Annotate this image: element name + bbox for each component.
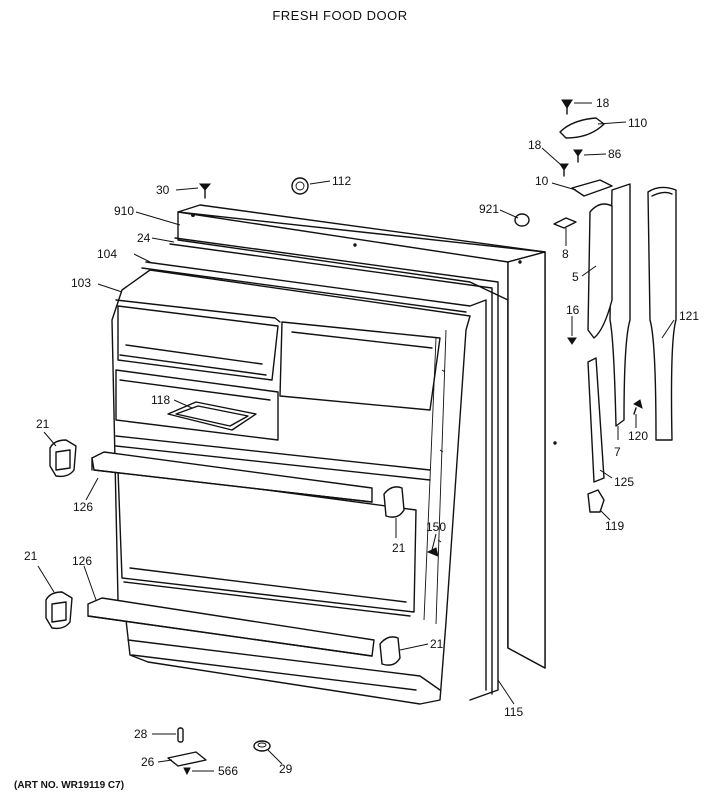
outer-door-panel bbox=[177, 204, 557, 669]
hinge-cover-110 bbox=[559, 117, 605, 139]
shim-8 bbox=[553, 217, 577, 229]
callout-120: 120 bbox=[628, 429, 648, 443]
washer-29 bbox=[253, 740, 271, 752]
callout-16: 16 bbox=[566, 303, 580, 317]
callout-21-upper-right: 21 bbox=[392, 541, 406, 555]
callout-126-lower: 126 bbox=[72, 554, 92, 568]
screw-120 bbox=[633, 399, 643, 415]
callout-125: 125 bbox=[614, 475, 634, 489]
plug-112 bbox=[291, 177, 309, 195]
screw-566 bbox=[183, 767, 191, 776]
callout-21-upper-left: 21 bbox=[36, 417, 50, 431]
callout-30: 30 bbox=[156, 183, 170, 197]
callout-8: 8 bbox=[562, 247, 569, 261]
callout-24: 24 bbox=[137, 231, 151, 245]
callout-29: 29 bbox=[279, 762, 293, 776]
screw-16 bbox=[567, 337, 577, 345]
callout-921: 921 bbox=[479, 202, 499, 216]
loose-shelf-clip-lower bbox=[45, 591, 73, 630]
loose-shelf-clip-upper bbox=[49, 439, 77, 478]
shelf-end-clip-upper-right bbox=[383, 486, 405, 518]
callout-10: 10 bbox=[535, 174, 549, 188]
screw-30 bbox=[198, 183, 212, 199]
plug-921 bbox=[514, 213, 530, 227]
callout-104: 104 bbox=[97, 247, 117, 261]
callout-103: 103 bbox=[71, 276, 91, 290]
callout-18-mid: 18 bbox=[528, 138, 542, 152]
screw-18-mid bbox=[559, 163, 569, 177]
callout-150: 150 bbox=[426, 520, 446, 534]
screw-18-top bbox=[561, 99, 573, 115]
diagram-title: FRESH FOOD DOOR bbox=[272, 8, 407, 23]
callout-910: 910 bbox=[114, 204, 134, 218]
callout-112: 112 bbox=[332, 174, 351, 188]
door-shelf-lower bbox=[87, 597, 375, 657]
callout-115: 115 bbox=[504, 705, 523, 719]
door-handle bbox=[647, 186, 677, 441]
callout-18-top: 18 bbox=[596, 96, 610, 110]
callout-7: 7 bbox=[614, 445, 621, 459]
callout-110: 110 bbox=[628, 116, 647, 130]
pin-28 bbox=[177, 727, 184, 743]
callout-121: 121 bbox=[679, 309, 699, 323]
art-number: (ART NO. WR19119 C7) bbox=[14, 780, 124, 791]
callout-566: 566 bbox=[218, 764, 238, 778]
door-stop bbox=[587, 489, 605, 513]
callout-21-lower-left: 21 bbox=[24, 549, 38, 563]
callout-118: 118 bbox=[151, 393, 170, 407]
hinge-pin-bracket-26 bbox=[167, 751, 207, 767]
callout-5: 5 bbox=[572, 270, 579, 284]
door-shelf-upper bbox=[91, 451, 373, 503]
callout-21-lower-right: 21 bbox=[430, 637, 444, 651]
callout-86: 86 bbox=[608, 147, 622, 161]
shelf-end-clip-lower-right bbox=[379, 636, 401, 666]
door-gasket bbox=[141, 237, 499, 701]
screw-86 bbox=[573, 149, 583, 163]
trim-strip bbox=[587, 357, 605, 483]
callout-126-upper: 126 bbox=[73, 500, 93, 514]
callout-26: 26 bbox=[141, 755, 155, 769]
callout-28: 28 bbox=[134, 727, 148, 741]
leader-lines bbox=[37, 102, 675, 772]
hinge-10 bbox=[571, 179, 613, 197]
hinge-strip bbox=[587, 183, 631, 427]
callout-119: 119 bbox=[605, 519, 624, 533]
